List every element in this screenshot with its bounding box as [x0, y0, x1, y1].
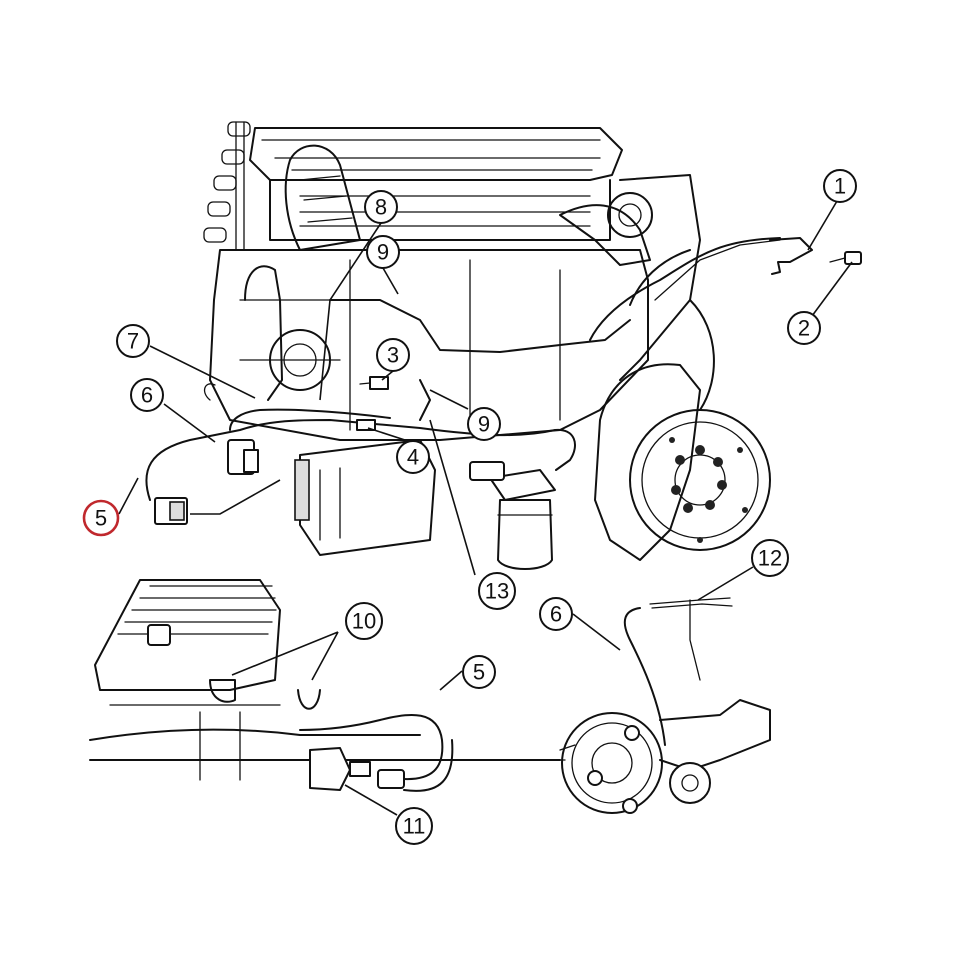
callout-12: 12: [751, 539, 789, 577]
svg-text:3: 3: [387, 343, 399, 368]
callout-9-lower: 9: [467, 407, 501, 441]
callout-7: 7: [116, 324, 150, 358]
svg-text:6: 6: [141, 383, 153, 408]
callout-11: 11: [395, 807, 433, 845]
svg-text:2: 2: [798, 316, 810, 341]
callout-13: 13: [478, 572, 516, 610]
svg-text:12: 12: [758, 546, 782, 571]
callout-2: 2: [787, 311, 821, 345]
callout-5-detail: 5: [462, 655, 496, 689]
callout-6-detail: 6: [539, 597, 573, 631]
svg-text:10: 10: [352, 609, 376, 634]
leader-lines: [118, 195, 853, 816]
svg-text:6: 6: [550, 602, 562, 627]
engine-illustration: [145, 121, 862, 570]
callout-3: 3: [376, 338, 410, 372]
callout-6-main: 6: [130, 378, 164, 412]
callout-9-upper: 9: [366, 235, 400, 269]
svg-text:9: 9: [377, 240, 389, 265]
svg-text:5: 5: [473, 660, 485, 685]
svg-text:11: 11: [403, 814, 426, 839]
svg-text:1: 1: [834, 174, 846, 199]
svg-text:4: 4: [407, 445, 419, 470]
callout-1: 1: [823, 169, 857, 203]
callout-10: 10: [345, 602, 383, 640]
svg-text:5: 5: [95, 506, 107, 531]
callout-5-highlighted: 5: [82, 499, 120, 537]
pickup-detail-illustration: [555, 597, 771, 814]
svg-text:8: 8: [375, 195, 387, 220]
svg-text:13: 13: [485, 579, 509, 604]
callouts: 1 2 3 4 5 5 6 6 7 8 9 9 10 11 12 13: [82, 169, 857, 845]
svg-text:9: 9: [478, 412, 490, 437]
svg-text:7: 7: [127, 329, 139, 354]
callout-8: 8: [364, 190, 398, 224]
callout-4: 4: [396, 440, 430, 474]
sensor-detail-illustration: [89, 579, 561, 792]
